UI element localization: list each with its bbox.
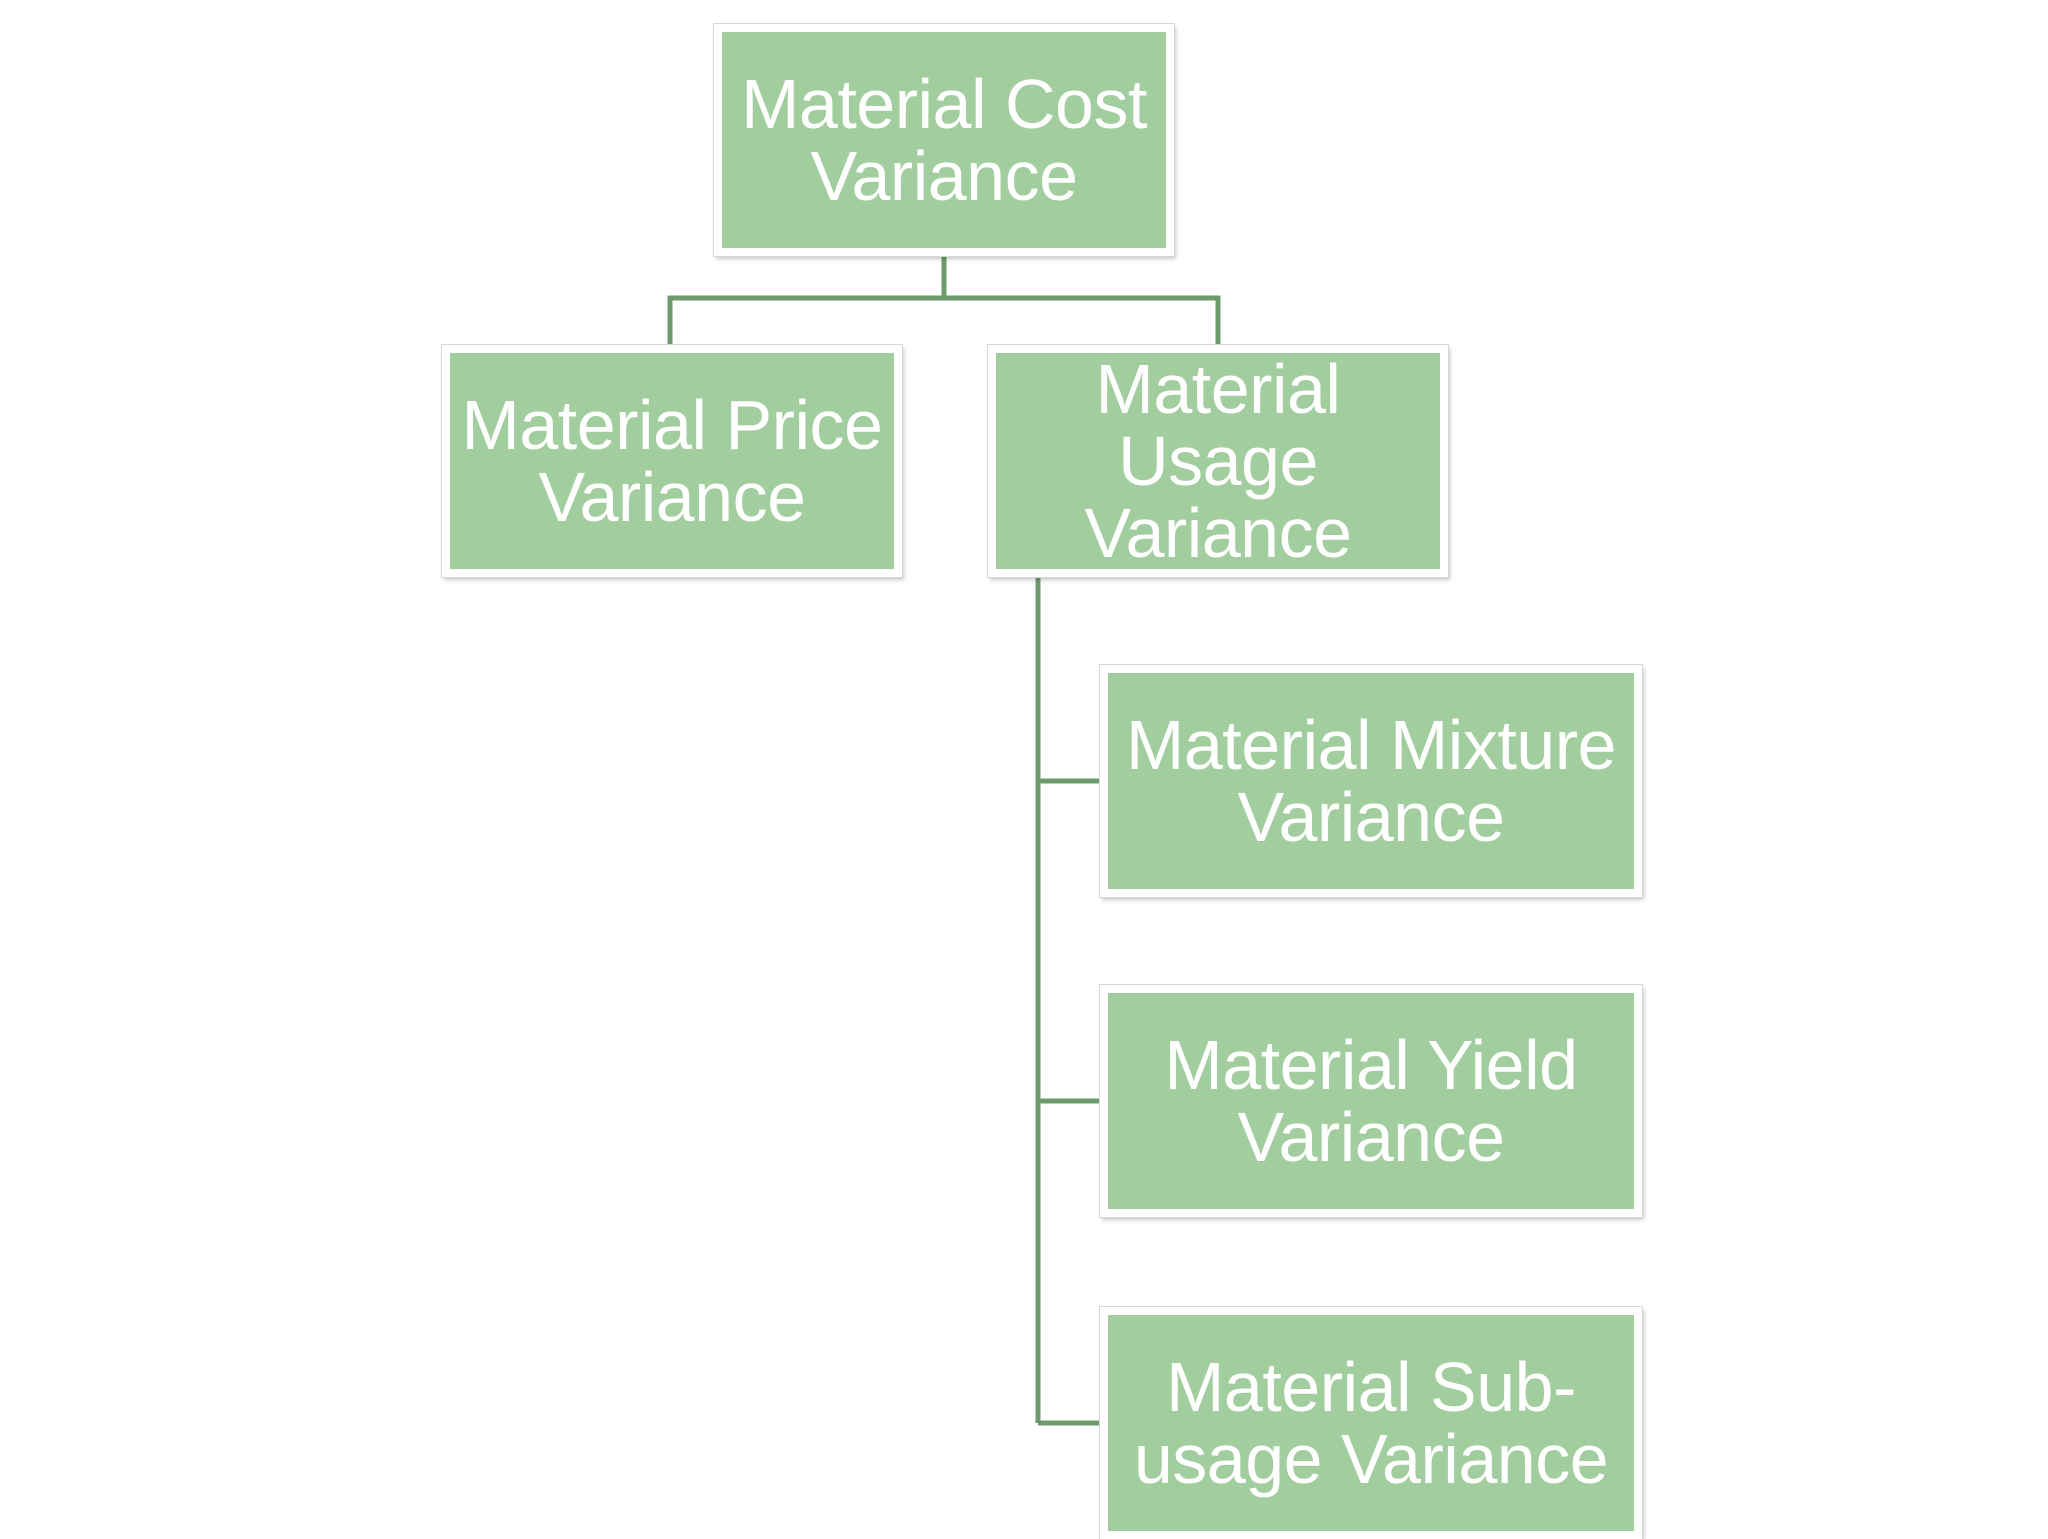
node-material-sub-usage-variance: Material Sub-usage Variance bbox=[1100, 1307, 1642, 1539]
node-material-price-variance: Material Price Variance bbox=[442, 345, 902, 577]
node-label: Material Usage Variance bbox=[1084, 350, 1352, 572]
node-material-yield-variance: Material Yield Variance bbox=[1100, 985, 1642, 1217]
node-material-usage-variance: Material Usage Variance bbox=[988, 345, 1448, 577]
node-label: Material Mixture Variance bbox=[1126, 706, 1616, 856]
node-label: Material Sub-usage Variance bbox=[1133, 1348, 1609, 1498]
node-label: Material Price Variance bbox=[461, 386, 883, 536]
node-label: Material Yield Variance bbox=[1164, 1026, 1578, 1176]
node-material-cost-variance: Material Cost Variance bbox=[714, 24, 1174, 256]
edge-root-to-price bbox=[667, 254, 947, 346]
edge-root-to-usage bbox=[944, 295, 1221, 346]
node-label: Material Cost Variance bbox=[741, 65, 1147, 215]
node-material-mixture-variance: Material Mixture Variance bbox=[1100, 665, 1642, 897]
